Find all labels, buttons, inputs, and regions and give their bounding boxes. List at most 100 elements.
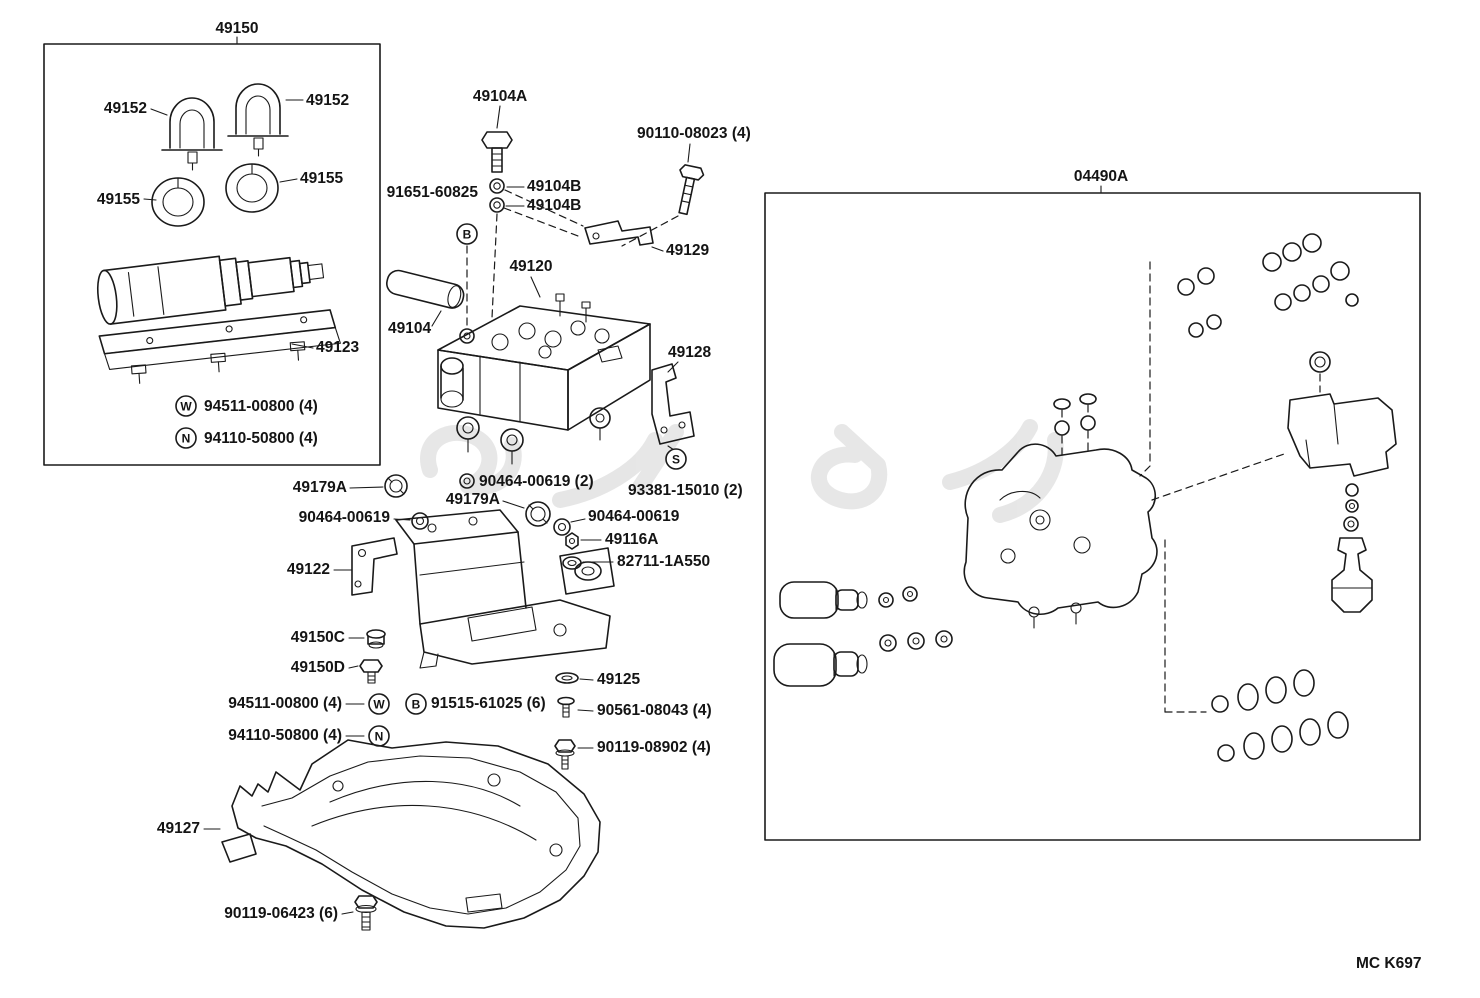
label-49127: 49127 xyxy=(157,820,200,837)
badge-b-top: B xyxy=(456,223,478,245)
cover-49127 xyxy=(221,739,601,929)
leader-49155-right xyxy=(279,178,298,183)
label-94511-center: 94511-00800 (4) xyxy=(228,695,342,712)
badge-n-center: N xyxy=(368,725,390,747)
left-box-title: 49150 xyxy=(215,20,258,37)
leader-49104 xyxy=(431,310,442,327)
label-49155-left: 49155 xyxy=(97,191,140,208)
label-49104B-2: 49104B xyxy=(527,197,581,214)
kit-dashed-guides xyxy=(1061,261,1321,713)
pin-49104 xyxy=(386,269,465,309)
label-90110-08023: 90110-08023 (4) xyxy=(637,125,751,142)
label-90464-pair: 90464-00619 (2) xyxy=(479,473,594,490)
svg-text:W: W xyxy=(373,698,385,712)
bracket-49128 xyxy=(651,363,695,445)
label-49155-right: 49155 xyxy=(300,170,343,187)
clamp-49179A-1 xyxy=(384,474,408,498)
actuator-body-49120 xyxy=(437,293,651,465)
svg-text:W: W xyxy=(180,400,192,414)
left-parts-box: 49150 49152 49152 xyxy=(43,20,381,466)
leader-90561 xyxy=(577,709,594,712)
washer-49125 xyxy=(555,672,579,684)
leader-90119-06423 xyxy=(341,911,354,915)
leader-90110 xyxy=(687,143,691,163)
ring-82711-icon xyxy=(562,556,582,570)
leader-49123 xyxy=(291,343,314,349)
oring-49104B-2 xyxy=(489,197,505,213)
label-49104A: 49104A xyxy=(473,88,527,105)
svg-text:S: S xyxy=(672,453,680,467)
dash-oring2-bracket xyxy=(503,207,579,237)
label-49152-right: 49152 xyxy=(306,92,349,109)
badge-w-left: W xyxy=(175,395,197,417)
svg-text:N: N xyxy=(182,432,191,446)
grommet-right-icon xyxy=(553,518,571,536)
label-49120: 49120 xyxy=(509,258,552,275)
center-assembly: 49104A 49104B 49104B 91651-60825 B 90110… xyxy=(157,88,751,931)
svg-text:B: B xyxy=(463,228,472,242)
label-49150D: 49150D xyxy=(291,659,345,676)
label-49122: 49122 xyxy=(287,561,330,578)
leader-49155-left xyxy=(143,198,157,201)
badge-b-center: B xyxy=(405,693,427,715)
kit-box-title: 04490A xyxy=(1074,168,1128,185)
label-91515: 91515-61025 (6) xyxy=(431,695,546,712)
badge-s: S xyxy=(665,448,687,470)
label-49128: 49128 xyxy=(668,344,711,361)
label-49129: 49129 xyxy=(666,242,709,259)
badge-n-left: N xyxy=(175,427,197,449)
svg-text:N: N xyxy=(375,730,384,744)
label-49125: 49125 xyxy=(597,671,640,688)
bolt-90119-06423 xyxy=(354,895,378,931)
clamp-49179A-2 xyxy=(525,501,551,527)
label-90561: 90561-08043 (4) xyxy=(597,702,712,719)
left-box-frame xyxy=(43,43,381,466)
ring-49155-lower xyxy=(151,177,205,227)
label-49104: 49104 xyxy=(388,320,431,337)
kit-regulator xyxy=(1287,351,1397,513)
leader-49120 xyxy=(530,276,541,298)
bolt-49150D xyxy=(359,659,383,684)
label-49179A-1: 49179A xyxy=(293,479,347,496)
dash-oring-to-body xyxy=(491,213,498,319)
label-90464-left: 90464-00619 xyxy=(299,509,391,526)
label-49150C: 49150C xyxy=(291,629,345,646)
clamp-49152-right xyxy=(227,83,289,157)
leader-90464-right xyxy=(570,518,586,523)
kit-plug xyxy=(1331,516,1373,613)
clamp-49152-left xyxy=(161,97,223,171)
kit-orings-top xyxy=(1177,233,1359,338)
dash-bolt-to-bracket xyxy=(621,215,679,247)
label-90119-08902: 90119-08902 (4) xyxy=(597,739,711,756)
bolt-90110-08023 xyxy=(678,164,705,216)
kit-box: 04490A xyxy=(764,168,1421,841)
label-82711: 82711-1A550 xyxy=(617,553,710,570)
label-94110-left: 94110-50800 (4) xyxy=(204,430,318,447)
ring-49155-upper xyxy=(225,163,279,213)
cushion-49150C xyxy=(366,629,386,649)
label-94511-left: 94511-00800 (4) xyxy=(204,398,318,415)
bracket-49122 xyxy=(351,509,615,669)
grommet-pair-icon xyxy=(459,473,475,489)
leader-49179A-2 xyxy=(502,500,525,509)
bolt-49104A xyxy=(481,131,513,173)
kit-box-frame xyxy=(764,192,1421,841)
label-49116A: 49116A xyxy=(605,531,658,548)
screw-90561-icon xyxy=(557,696,575,718)
screw-90119-08902 xyxy=(554,739,576,770)
label-49104B-1: 49104B xyxy=(527,178,581,195)
oring-49104B-1 xyxy=(489,178,505,194)
label-90119-06423: 90119-06423 (6) xyxy=(224,905,338,922)
kit-valve-body xyxy=(963,393,1158,629)
label-49123: 49123 xyxy=(316,339,359,356)
watermark-graphic xyxy=(420,419,1064,523)
leader-49129 xyxy=(651,246,664,252)
label-49179A-2: 49179A xyxy=(446,491,500,508)
leader-49152-left xyxy=(150,108,168,116)
accumulator-cylinder xyxy=(96,255,325,325)
bracket-49129 xyxy=(584,220,654,246)
svg-text:B: B xyxy=(412,698,421,712)
footer-code: MC K697 xyxy=(1356,955,1421,972)
